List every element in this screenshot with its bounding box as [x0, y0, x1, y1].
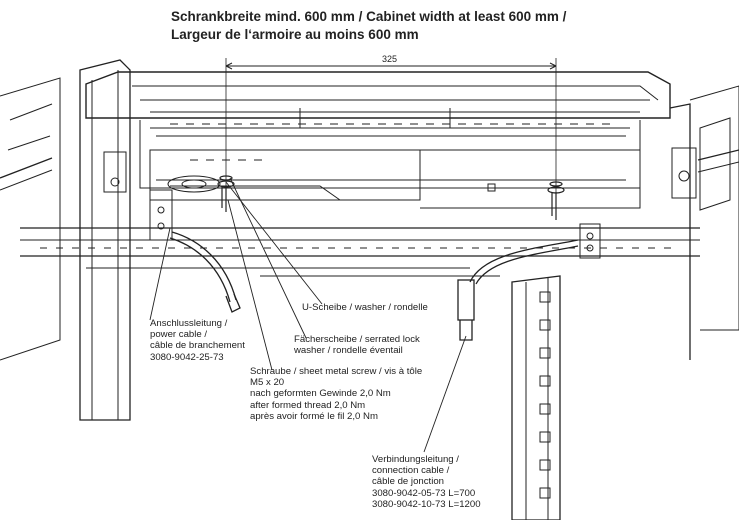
- top-frame: [85, 71, 671, 189]
- connection-cable: [457, 239, 579, 341]
- leader-connection-cable: [423, 335, 467, 453]
- diagram-title: Schrankbreite mind. 600 mm / Cabinet wid…: [171, 8, 566, 44]
- cable-connector: [457, 279, 475, 321]
- leader-lines: [149, 177, 467, 453]
- lower-bar: [20, 227, 700, 277]
- right-hinge: [671, 147, 697, 199]
- inner-tray: [149, 149, 641, 209]
- title-line-2: Largeur de l‘armoire au moins 600 mm: [171, 27, 419, 42]
- small-square: [487, 183, 496, 192]
- cable-grommet: [167, 175, 221, 193]
- vertical-profile: [511, 275, 561, 520]
- screw-left: [217, 175, 235, 212]
- perforation-row-top: [170, 123, 610, 161]
- label-screw: Schraube / sheet metal screw / vis à tôl…: [250, 366, 423, 422]
- leader-lock-washer: [229, 177, 307, 339]
- label-lock-washer: Fächerscheibe / serrated lock washer / r…: [294, 334, 420, 357]
- left-cabinet-side: [0, 59, 173, 421]
- label-connection-cable: Verbindungsleitung / connection cable / …: [372, 454, 481, 510]
- leader-screw: [227, 199, 273, 371]
- power-cable: [169, 231, 241, 313]
- leader-power-cable: [149, 227, 171, 321]
- dimension-arrow-right: [549, 62, 557, 67]
- screw-right: [547, 181, 565, 220]
- dimension-arrow-left: [225, 62, 233, 67]
- title-line-1: Schrankbreite mind. 600 mm / Cabinet wid…: [171, 9, 567, 24]
- left-hinge: [103, 151, 127, 193]
- label-power-cable: Anschlussleitung / power cable / câble d…: [150, 318, 245, 363]
- dimension-value: 325: [382, 54, 398, 64]
- label-washer: U-Scheibe / washer / rondelle: [302, 302, 428, 313]
- right-cabinet-side: [579, 85, 739, 360]
